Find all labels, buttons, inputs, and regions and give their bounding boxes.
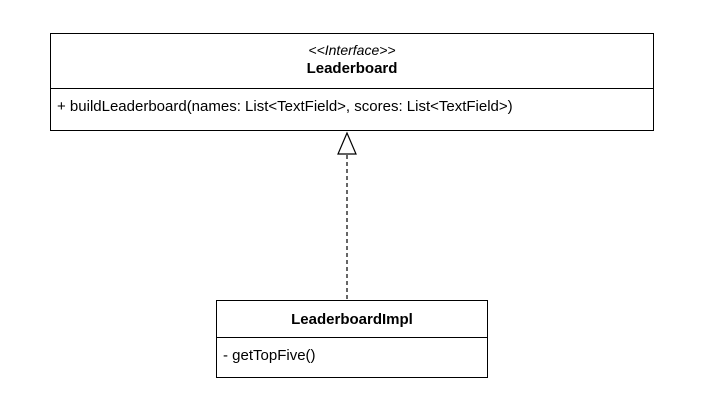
class-header: LeaderboardImpl: [217, 301, 487, 338]
class-name: LeaderboardImpl: [291, 311, 413, 328]
class-method: - getTopFive(): [223, 347, 316, 364]
class-members: - getTopFive(): [217, 338, 487, 366]
interface-method: + buildLeaderboard(names: List<TextField…: [57, 98, 513, 115]
interface-members: + buildLeaderboard(names: List<TextField…: [51, 89, 653, 117]
class-leaderboardimpl-box: LeaderboardImpl - getTopFive(): [216, 300, 488, 378]
realization-arrowhead-icon: [337, 131, 357, 155]
interface-stereotype: <<Interface>>: [308, 42, 396, 58]
interface-header: <<Interface>> Leaderboard: [51, 34, 653, 89]
interface-name: Leaderboard: [306, 60, 398, 77]
interface-leaderboard-box: <<Interface>> Leaderboard + buildLeaderb…: [50, 33, 654, 131]
